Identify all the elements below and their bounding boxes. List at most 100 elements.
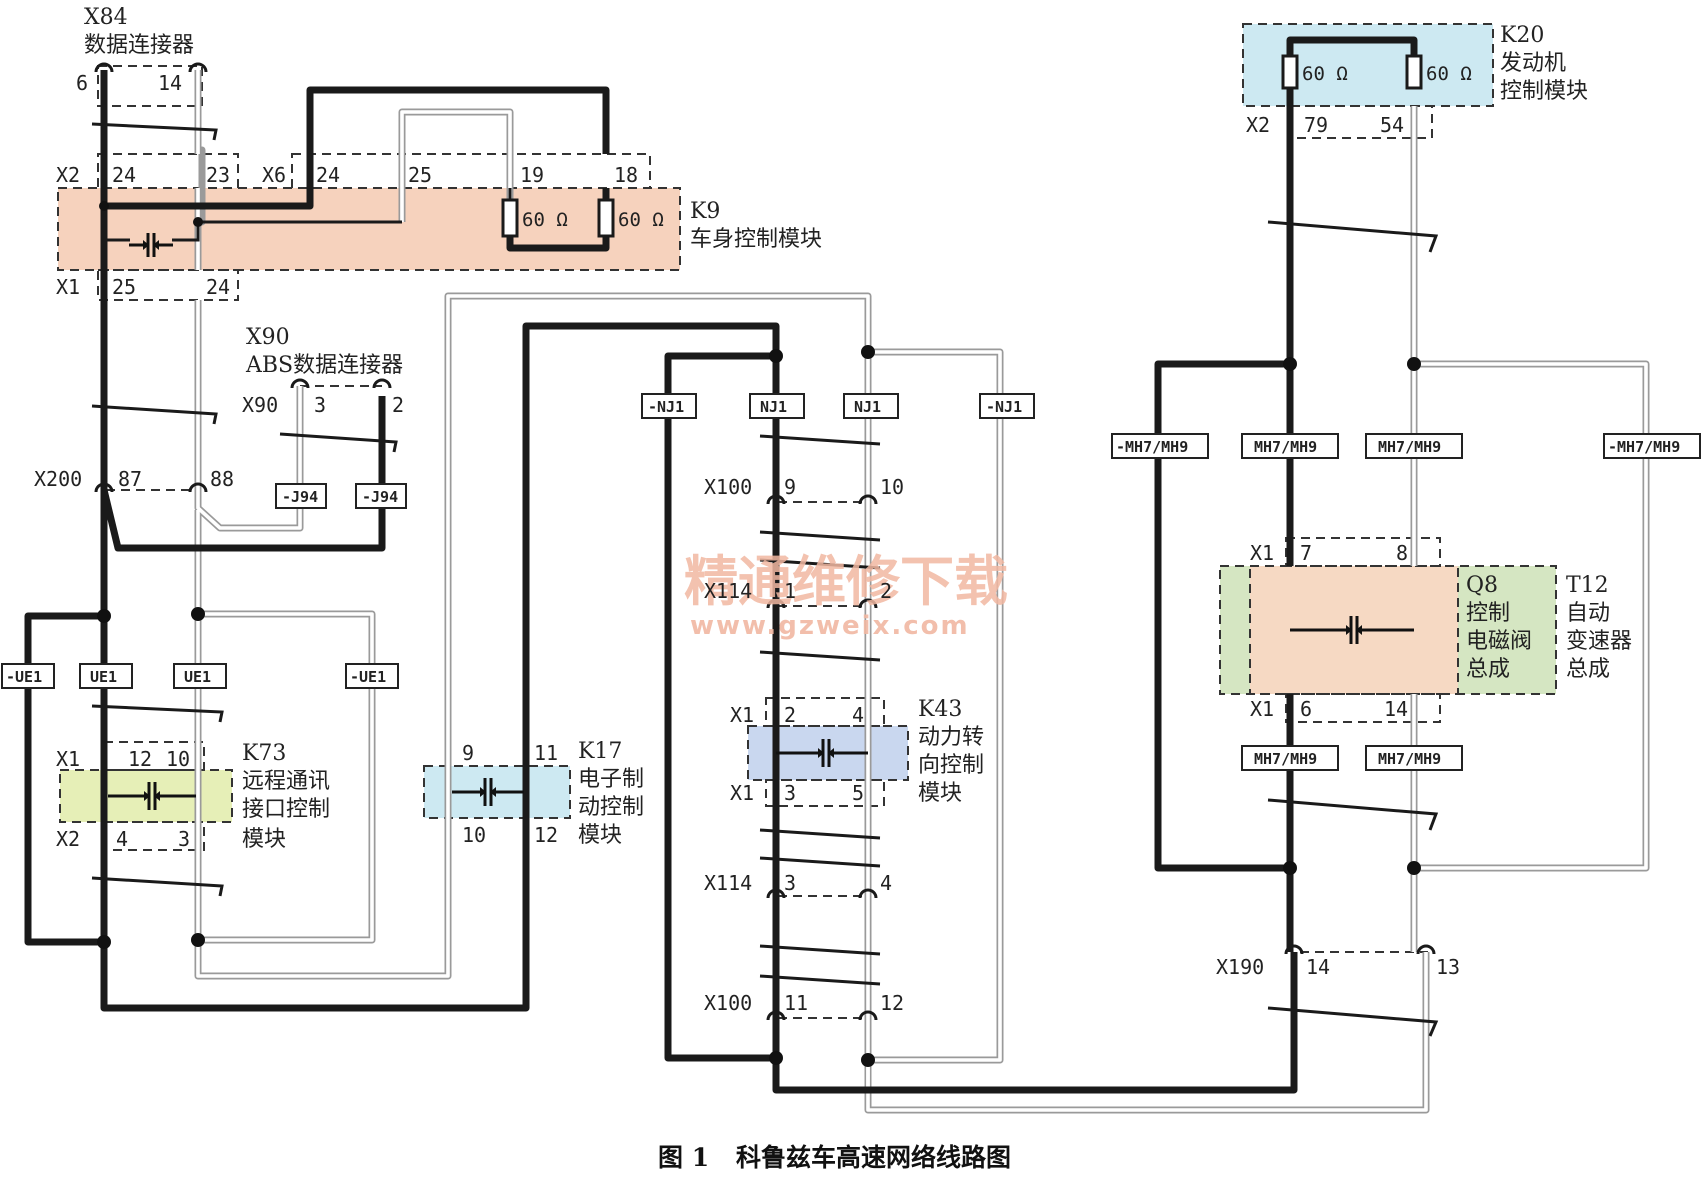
k9-transceiver-icon	[129, 233, 173, 257]
k17-pin-bl: 10	[462, 823, 486, 847]
k73-name-l3: 模块	[242, 827, 286, 852]
k9-x1-pin-a: 25	[112, 275, 136, 299]
k9-x1-pin-b: 24	[206, 275, 230, 299]
q8-x1-bottom-label: X1	[1250, 697, 1274, 721]
svg-text:-J94: -J94	[282, 488, 318, 506]
svg-text:-NJ1: -NJ1	[986, 398, 1022, 416]
k9-x6-pin-a: 24	[316, 163, 340, 187]
k17-pin-br: 12	[534, 823, 558, 847]
x100b-pin-b: 12	[880, 991, 904, 1015]
k17-pin-tr: 11	[534, 741, 558, 765]
k20-name-l1: 发动机	[1500, 51, 1566, 76]
x84-connector-box	[97, 65, 203, 107]
ue1-tag-a: UE1	[79, 663, 133, 689]
x114b-id: X114	[704, 871, 752, 895]
svg-text:MH7/MH9: MH7/MH9	[1378, 438, 1441, 456]
x84-id: X84	[84, 5, 128, 30]
q8-name-l1: 控制	[1466, 601, 1510, 626]
k9-resistor-b	[597, 198, 615, 238]
mh-neg-tag-left: -MH7/MH9	[1111, 433, 1209, 459]
k9-res-a-label: 60 Ω	[522, 209, 568, 231]
x90-pin-a: 3	[314, 393, 326, 417]
k73-name-l2: 接口控制	[242, 797, 330, 822]
svg-text:-MH7/MH9: -MH7/MH9	[1116, 438, 1188, 456]
x90-ref: X90	[242, 393, 278, 417]
k20-res-a-label: 60 Ω	[1302, 63, 1348, 85]
k73-x1-pin-b: 10	[166, 747, 190, 771]
k43-transceiver-icon	[776, 739, 868, 767]
k20-resistor-b	[1405, 54, 1423, 90]
k43-pin-tl: 2	[784, 703, 796, 727]
q8-transceiver-icon	[1290, 616, 1414, 644]
k17-pin-tl: 9	[462, 741, 474, 765]
k17-name-l1: 电子制	[578, 767, 644, 792]
figure-number: 图 1	[658, 1143, 709, 1172]
x84-pin-b: 14	[158, 71, 182, 95]
k9-x2-pin-a: 24	[112, 163, 136, 187]
ue1-neg-tag-right: -UE1	[345, 663, 399, 689]
svg-text:NJ1: NJ1	[760, 398, 787, 416]
nj1-tag-a: NJ1	[749, 393, 805, 419]
k73-x2-pin-b: 3	[178, 827, 190, 851]
k43-name-l3: 模块	[918, 781, 962, 806]
x100a-pin-a: 9	[784, 475, 796, 499]
k17-name-l3: 模块	[578, 823, 622, 848]
nj1-neg-tag-right: -NJ1	[979, 393, 1035, 419]
k73-x1-pin-a: 12	[128, 747, 152, 771]
k73-id: K73	[242, 741, 286, 766]
k20-x2-label: X2	[1246, 113, 1270, 137]
x200-id: X200	[34, 467, 82, 491]
x100b-pin-a: 11	[784, 991, 808, 1015]
k9-x2-pin-b: 23	[206, 163, 230, 187]
k43-x1-bottom-label: X1	[730, 781, 754, 805]
x84-pin-a: 6	[76, 71, 88, 95]
k43-pin-tr: 4	[852, 703, 864, 727]
k73-name-l1: 远程通讯	[242, 769, 330, 794]
x90-name: ABS数据连接器	[245, 353, 403, 378]
svg-text:MH7/MH9: MH7/MH9	[1254, 750, 1317, 768]
k73-x2-label: X2	[56, 827, 80, 851]
x100a-pin-b: 10	[880, 475, 904, 499]
t12-name-l2: 变速器	[1566, 629, 1632, 654]
splice-nodes	[97, 201, 1421, 1067]
svg-text:MH7/MH9: MH7/MH9	[1254, 438, 1317, 456]
k20-pin-b: 54	[1380, 113, 1404, 137]
k17-name-l2: 动控制	[578, 795, 644, 820]
k43-pin-br: 5	[852, 781, 864, 805]
svg-text:NJ1: NJ1	[854, 398, 881, 416]
svg-text:MH7/MH9: MH7/MH9	[1378, 750, 1441, 768]
x114b-pin-a: 3	[784, 871, 796, 895]
k9-x6-pin-b: 25	[408, 163, 432, 187]
mh-tag-b: MH7/MH9	[1365, 433, 1463, 459]
k9-name: 车身控制模块	[690, 227, 822, 252]
k73-x1-label: X1	[56, 747, 80, 771]
ue1-tag-b: UE1	[173, 663, 227, 689]
mh-tag-d: MH7/MH9	[1365, 745, 1463, 771]
k9-res-b-label: 60 Ω	[618, 209, 664, 231]
figure-title: 科鲁兹车高速网络线路图	[736, 1143, 1011, 1172]
svg-text:-MH7/MH9: -MH7/MH9	[1608, 438, 1680, 456]
k43-x1-bottom-connector	[765, 779, 885, 807]
k9-x6-pin-d: 18	[614, 163, 638, 187]
nj1-neg-tag-left: -NJ1	[641, 393, 697, 419]
k43-id: K43	[918, 697, 962, 722]
k9-resistor-a	[501, 198, 519, 238]
q8-pin-br: 14	[1384, 697, 1408, 721]
x100a-id: X100	[704, 475, 752, 499]
k73-module-outline	[59, 769, 233, 823]
x90-id: X90	[246, 325, 290, 350]
x114b-pin-b: 4	[880, 871, 892, 895]
x190-id: X190	[1216, 955, 1264, 979]
t12-id: T12	[1566, 573, 1609, 598]
k9-x1-label: X1	[56, 275, 80, 299]
x114a-id: X114	[704, 579, 752, 603]
q8-x1-top-label: X1	[1250, 541, 1274, 565]
x114a-pin-b: 2	[880, 579, 892, 603]
k9-x6-label: X6	[262, 163, 286, 187]
k9-x6-pin-c: 19	[520, 163, 544, 187]
k43-name-l2: 向控制	[918, 753, 984, 778]
k9-module-outline	[57, 187, 681, 271]
k20-pin-a: 79	[1304, 113, 1328, 137]
x190-pin-b: 13	[1436, 955, 1460, 979]
